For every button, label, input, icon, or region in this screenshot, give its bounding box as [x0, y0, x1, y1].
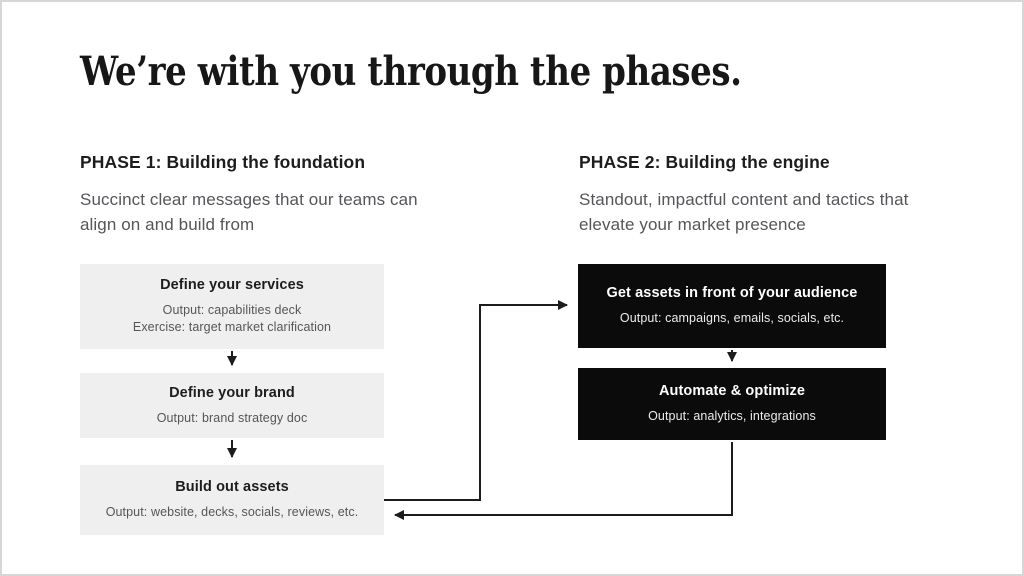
step-details: Output: website, decks, socials, reviews… [106, 504, 359, 521]
step-get-assets-in-front: Get assets in front of your audience Out… [578, 264, 886, 348]
phase-1-description: Succinct clear messages that our teams c… [80, 190, 418, 234]
step-detail-line: Exercise: target market clarification [132, 320, 332, 334]
connector-automate-to-assets-icon [394, 442, 733, 520]
phase-2-column: PHASE 2: Building the engine Standout, i… [579, 152, 949, 237]
phase-2-description: Standout, impactful content and tactics … [579, 190, 909, 234]
step-title: Define your brand [169, 384, 295, 401]
connector-assets-to-audience-icon [384, 300, 568, 501]
step-define-your-services: Define your services Output: capabilitie… [80, 264, 384, 349]
step-automate-optimize: Automate & optimize Output: analytics, i… [578, 368, 886, 440]
step-title: Build out assets [175, 479, 289, 495]
step-title: Automate & optimize [658, 383, 806, 399]
step-title: Get assets in front of your audience [606, 285, 858, 301]
step-title: Define your services [160, 277, 304, 293]
step-build-out-assets: Build out assets Output: website, decks,… [80, 465, 384, 535]
step-detail-line: Output: analytics, integrations [648, 409, 816, 423]
step-detail-line: Output: campaigns, emails, socials, etc. [619, 311, 845, 325]
step-detail-line: Output: brand strategy doc [156, 410, 308, 425]
slide-title: We’re with you through the phases. [80, 48, 742, 95]
step-details: Output: analytics, integrations [648, 408, 816, 425]
step-details: Output: campaigns, emails, socials, etc. [620, 310, 844, 327]
step-detail-line: Output: website, decks, socials, reviews… [105, 505, 359, 519]
step-details: Output: brand strategy doc [157, 410, 308, 427]
step-details: Output: capabilities deck Exercise: targ… [133, 302, 331, 336]
phase-1-column: PHASE 1: Building the foundation Succinc… [80, 152, 450, 237]
step-detail-line: Output: capabilities deck [162, 303, 302, 317]
step-define-your-brand: Define your brand Output: brand strategy… [80, 373, 384, 438]
phase-1-heading: PHASE 1: Building the foundation [80, 152, 366, 172]
phase-2-heading: PHASE 2: Building the engine [579, 152, 830, 172]
